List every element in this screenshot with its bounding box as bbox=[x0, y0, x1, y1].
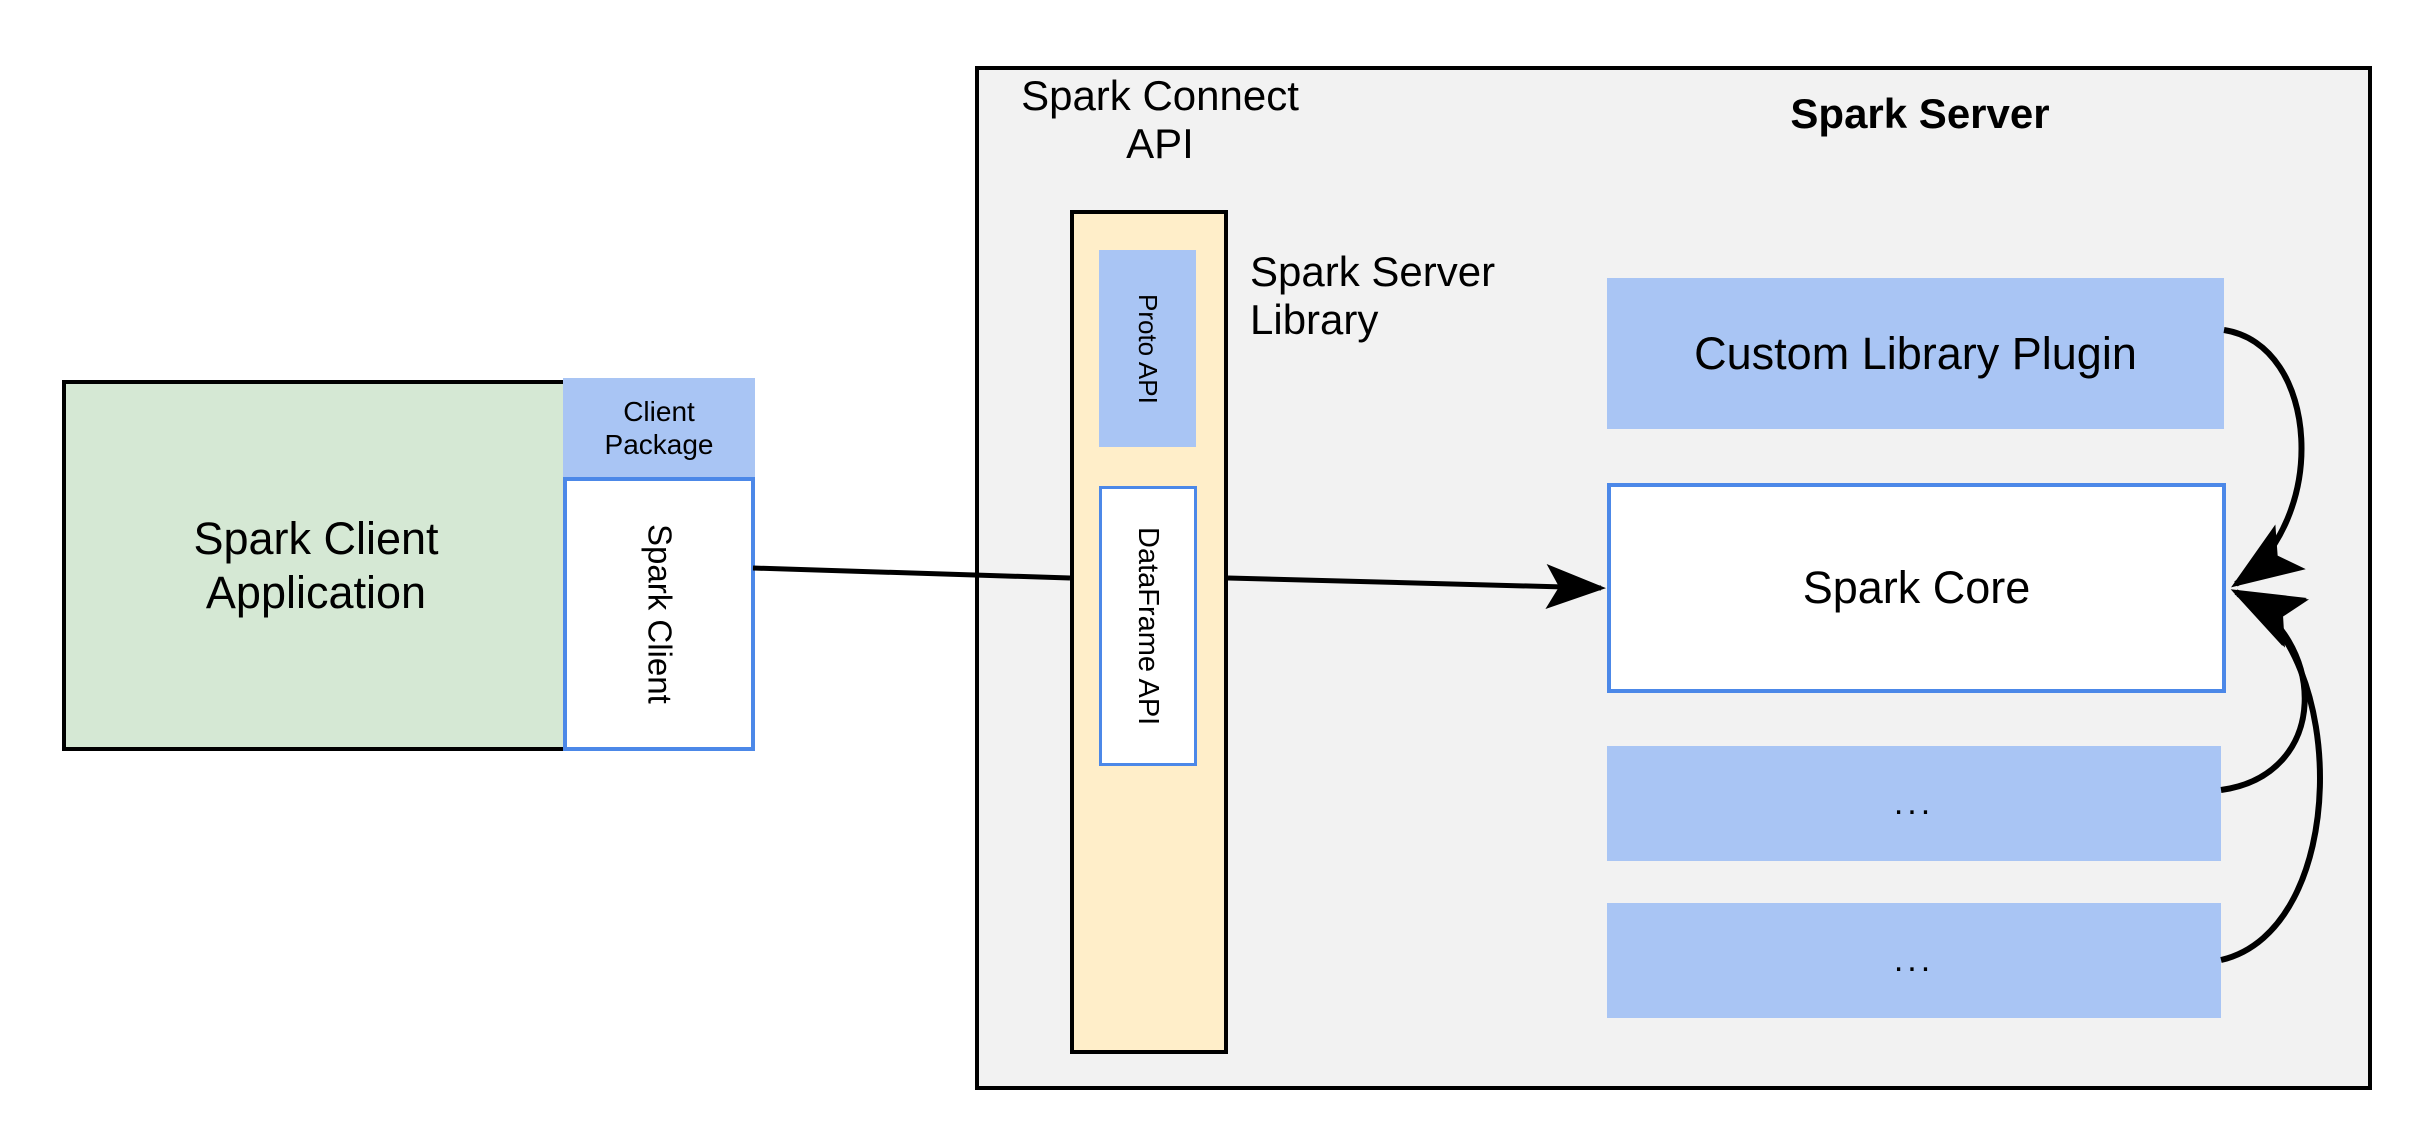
spark-client-application-box: Spark Client Application bbox=[62, 380, 570, 751]
custom-library-plugin-label: Custom Library Plugin bbox=[1694, 327, 2137, 379]
spark-connect-api-label: Spark Connect API bbox=[1021, 72, 1299, 167]
spark-server-library-label: Spark Server Library bbox=[1250, 248, 1496, 343]
spark-client-box: Spark Client bbox=[563, 477, 755, 751]
additional-component-label-2: ... bbox=[1893, 941, 1935, 980]
spark-core-box: Spark Core bbox=[1607, 483, 2226, 693]
spark-client-label: Spark Client bbox=[641, 524, 679, 704]
spark-server-title: Spark Server bbox=[1790, 90, 2050, 137]
spark-client-application-label: Spark Client Application bbox=[193, 513, 439, 618]
additional-component-box-2: ... bbox=[1607, 903, 2221, 1018]
spark-core-label: Spark Core bbox=[1802, 562, 2031, 614]
dataframe-api-box: DataFrame API bbox=[1099, 486, 1197, 766]
proto-api-label: Proto API bbox=[1132, 293, 1163, 404]
additional-component-box-1: ... bbox=[1607, 746, 2221, 861]
client-package-label: Client Package bbox=[604, 395, 714, 460]
custom-library-plugin-box: Custom Library Plugin bbox=[1607, 278, 2224, 429]
dataframe-api-label: DataFrame API bbox=[1132, 526, 1165, 726]
additional-component-label-1: ... bbox=[1893, 784, 1935, 823]
proto-api-box: Proto API bbox=[1099, 250, 1196, 447]
client-package-box: Client Package bbox=[563, 378, 755, 478]
